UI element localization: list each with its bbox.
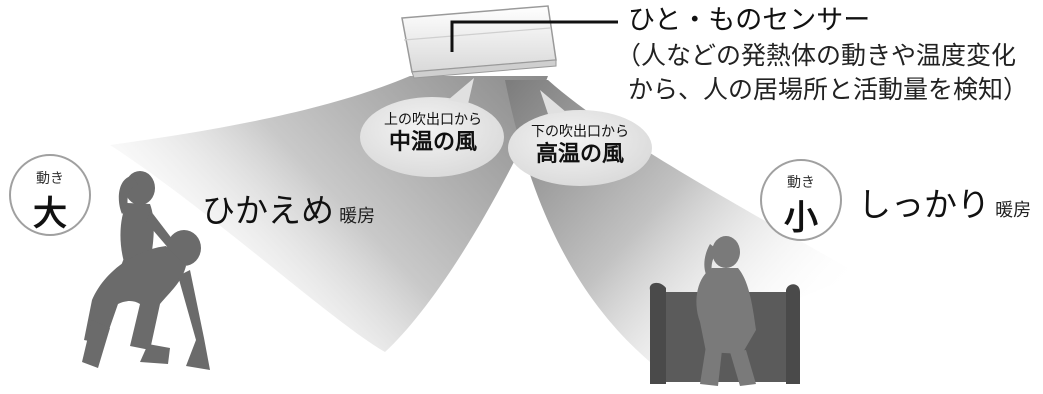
left-movement-caption: 動き	[36, 171, 64, 187]
left-movement-level: 大	[33, 194, 67, 234]
parent-child-silhouette	[82, 171, 210, 370]
left-mode: ひかえめ	[202, 191, 334, 230]
right-mode-label: しっかり 暖房	[858, 178, 1031, 226]
right-movement-level: 小	[784, 198, 818, 238]
upper-outlet-label: 上の吹出口から	[384, 112, 482, 128]
lower-outlet-bubble-shape	[508, 90, 652, 186]
air-conditioner-icon	[401, 5, 557, 79]
sensor-desc-line-1: （人などの発熱体の動きや温度変化	[616, 41, 1017, 70]
seated-person-silhouette	[649, 236, 800, 386]
left-mode-label: ひかえめ 暖房	[202, 184, 375, 232]
left-movement-circle	[9, 154, 91, 236]
right-mode-suffix: 暖房	[995, 200, 1032, 221]
right-movement-caption: 動き	[787, 175, 815, 191]
lower-outlet-wind: 高温の風	[535, 142, 624, 167]
sensor-desc-line-2: から、人の居場所と活動量を検知）	[628, 75, 1029, 104]
right-movement-circle	[760, 159, 842, 241]
lower-outlet-label: 下の吹出口から	[531, 124, 629, 140]
sensor-title: ひと・ものセンサー	[628, 5, 871, 36]
upper-outlet-wind: 中温の風	[388, 130, 477, 155]
left-mode-suffix: 暖房	[339, 206, 376, 227]
right-mode: しっかり	[858, 185, 990, 224]
upper-outlet-bubble-shape	[360, 78, 504, 177]
sensor-pointer-line	[450, 20, 618, 52]
